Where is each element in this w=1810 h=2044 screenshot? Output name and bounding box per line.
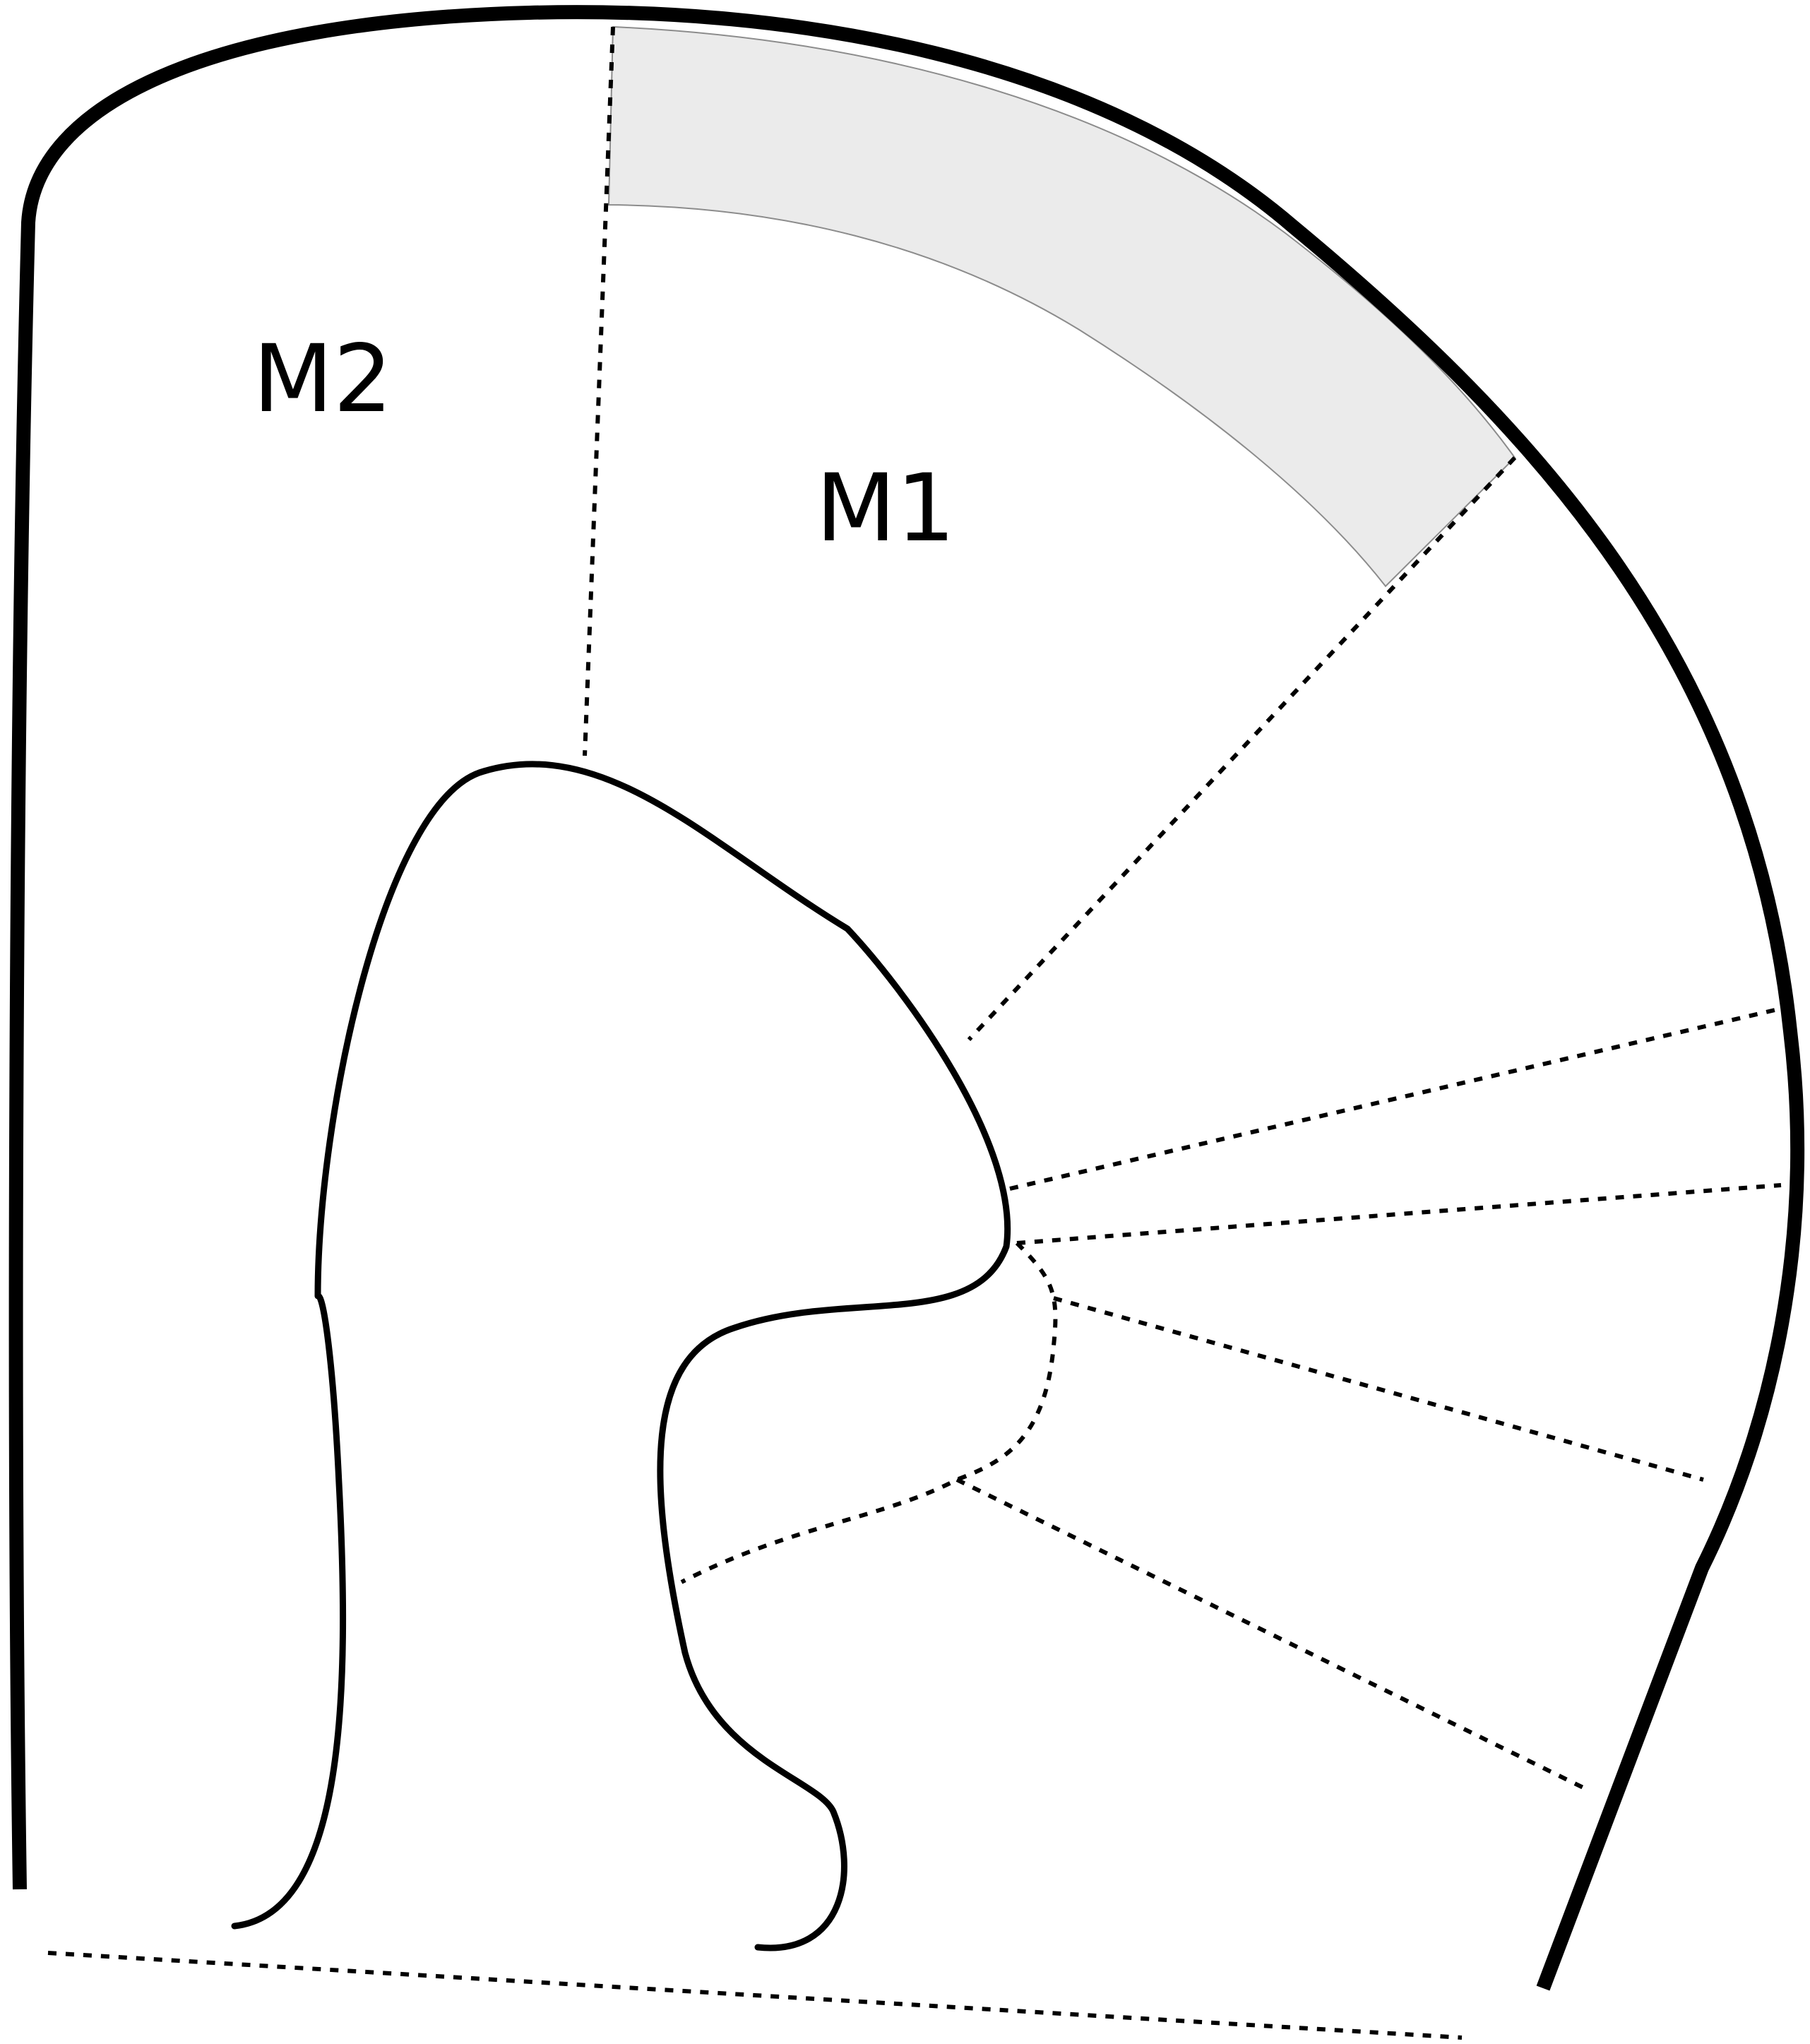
border-lateral-3 [1053, 1296, 1704, 1482]
border-m2-m1 [583, 26, 615, 756]
border-deep-curve [680, 1241, 1058, 1584]
inner-contour [231, 761, 1011, 1951]
border-lateral-2 [1016, 1183, 1782, 1245]
border-m1-lateral [967, 456, 1517, 1042]
border-lateral-4 [955, 1478, 1590, 1793]
outer-boundary [8, 5, 1805, 1991]
shaded-band [607, 25, 1516, 588]
label-m2: M2 [253, 325, 393, 434]
label-m1: M1 [816, 454, 955, 563]
border-lateral-1 [1009, 1006, 1782, 1191]
border-base [47, 1951, 1463, 2040]
